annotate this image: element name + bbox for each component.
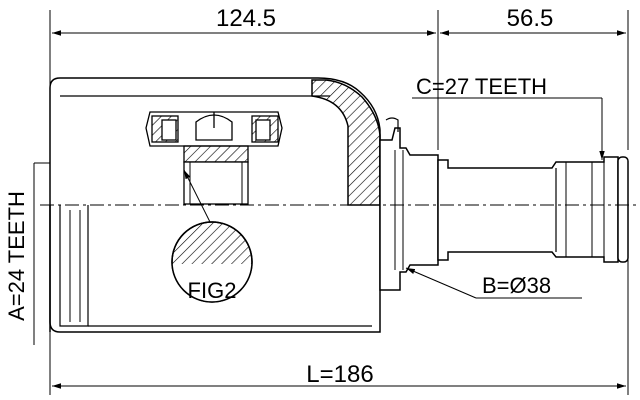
fig2-detail-circle	[171, 221, 253, 303]
overall-length-label: L=186	[306, 361, 373, 388]
shaft-end-cap	[617, 156, 629, 263]
top-left-dimension-label: 124.5	[216, 5, 276, 32]
leader-lines	[183, 97, 605, 299]
tripod-section	[145, 111, 283, 205]
spline-c-label: C=27 TEETH	[416, 74, 547, 99]
spline-a-label: A=24 TEETH	[4, 191, 29, 321]
fig2-label: FIG2	[188, 278, 237, 303]
extension-lines	[49, 10, 629, 395]
shaft-collar	[379, 117, 439, 291]
diameter-b-label: B=Ø38	[482, 273, 551, 298]
top-right-dimension-label: 56.5	[507, 5, 554, 32]
output-shaft	[437, 156, 619, 263]
